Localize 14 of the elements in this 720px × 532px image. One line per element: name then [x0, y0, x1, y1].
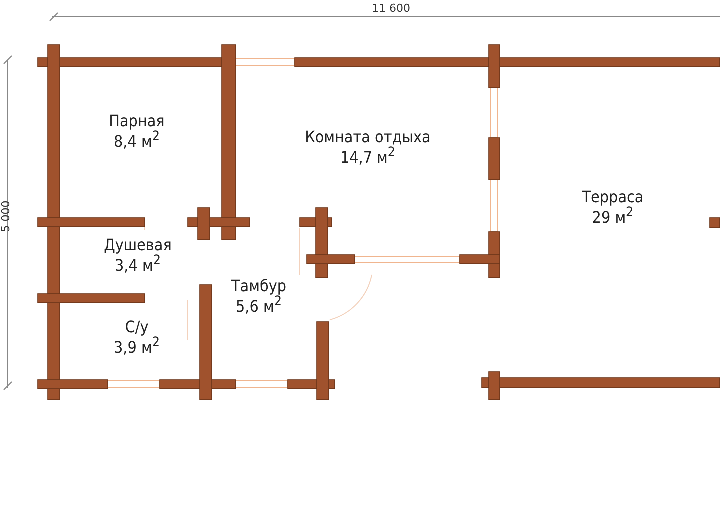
room-area: 8,4 м$^{2}$	[114, 130, 160, 150]
room-area: 5,6 м$^{2}$	[236, 295, 282, 316]
room-area: 3,9 м$^{2}$	[114, 336, 160, 356]
room-area: 14,7 м$^{2}$	[340, 146, 396, 166]
dimension-text: 11 600	[372, 2, 410, 15]
room-name: Душевая	[104, 238, 172, 254]
room-area: 29 м$^{2}$	[592, 206, 634, 226]
room-name: Комната отдыха	[305, 130, 431, 146]
room-area: 3,4 м$^{2}$	[115, 254, 161, 274]
room-name: С/у	[125, 320, 149, 336]
room-name: Тамбур	[232, 278, 286, 296]
room-name: Парная	[109, 114, 165, 130]
room-name: Терраса	[582, 190, 644, 206]
dimension-text: 5 000	[0, 200, 12, 232]
